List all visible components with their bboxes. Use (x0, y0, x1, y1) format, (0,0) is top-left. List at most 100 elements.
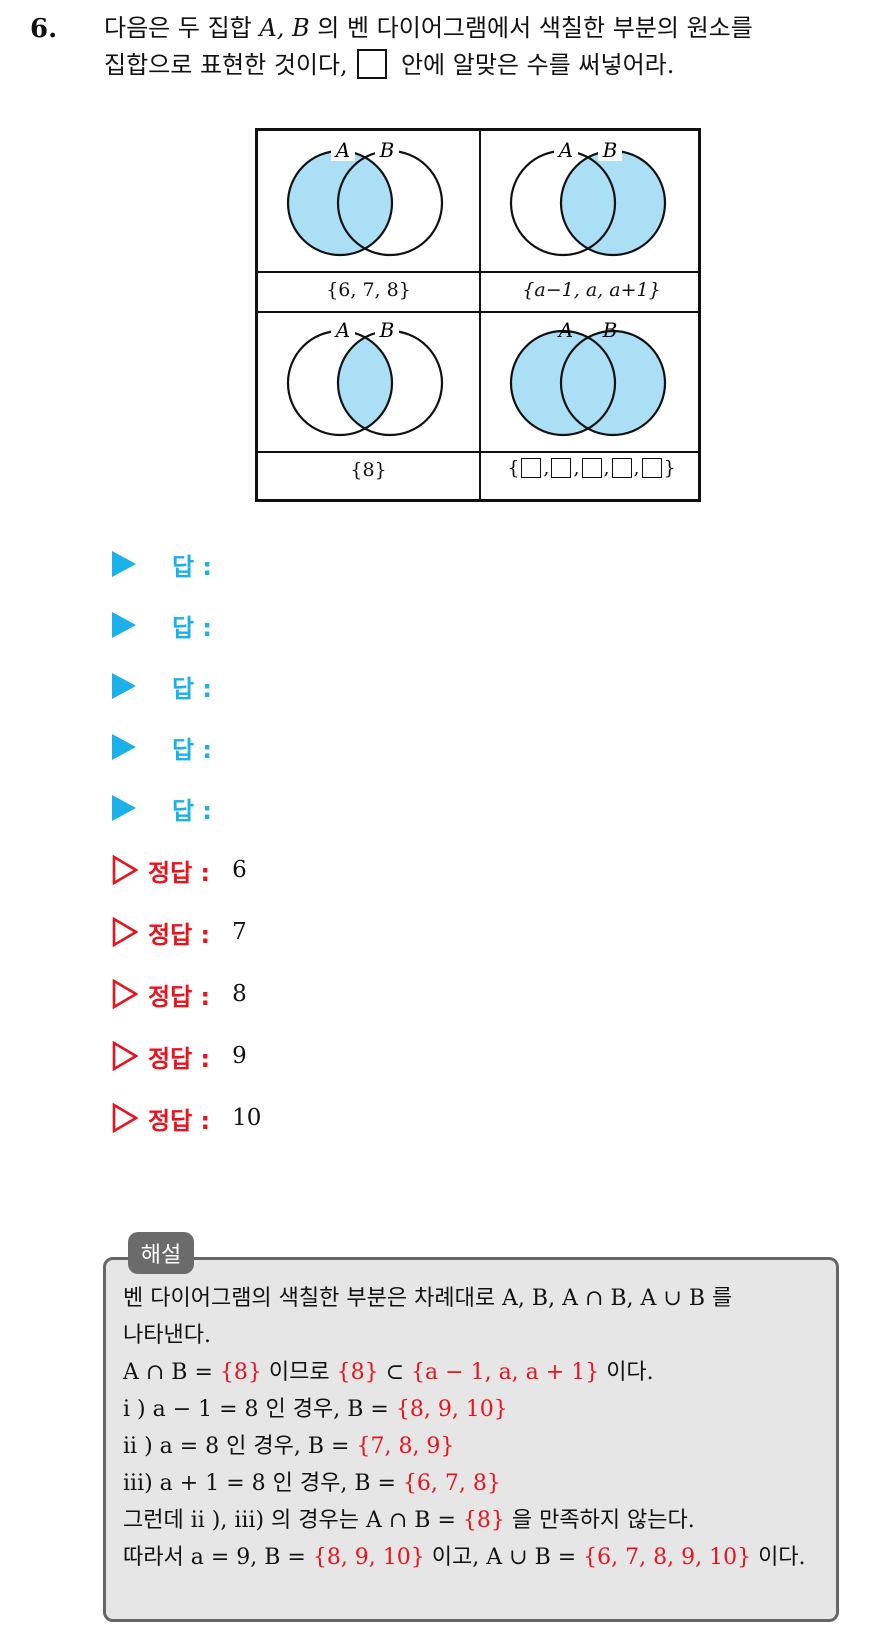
sol-red: {7, 8, 9} (356, 1434, 455, 1459)
outline-triangle-icon (112, 855, 138, 885)
comma: , (603, 457, 610, 479)
play-triangle-icon (112, 673, 136, 699)
correct-row-1: 정답 : 6 (112, 850, 247, 890)
question-line-2a: 집합으로 표현한 것이다, (104, 51, 348, 79)
blank-square-icon (641, 458, 662, 478)
sol-text: 이다. (751, 1545, 806, 1570)
sol-red: {6, 7, 8} (402, 1471, 501, 1496)
question-line-1b: 의 벤 다이어그램에서 색칠한 부분의 원소를 (309, 14, 753, 42)
question-sets: A, B (259, 14, 310, 42)
answer-row-4[interactable]: 답 : (112, 727, 212, 767)
blank-box-icon (357, 49, 388, 79)
sol-red: {6, 7, 8, 9, 10} (583, 1545, 752, 1570)
venn-circle-a (509, 329, 617, 437)
sol-text: 이고, A ∪ B = (424, 1545, 584, 1570)
sol-red: {a − 1, a, a + 1} (411, 1360, 600, 1385)
play-triangle-icon (112, 734, 136, 760)
correct-row-3: 정답 : 8 (112, 974, 247, 1014)
question-line-1: 다음은 두 집합 A, B 의 벤 다이어그램에서 색칠한 부분의 원소를 (104, 10, 874, 47)
brace-open: { (507, 457, 520, 479)
sol-text: 이므로 (261, 1360, 337, 1385)
answer-label: 답 : (172, 796, 213, 825)
play-triangle-icon (112, 795, 136, 821)
answer-label: 답 : (172, 613, 213, 642)
table-divider-h1 (258, 271, 698, 273)
sol-text: 따라서 a = 9, B = (123, 1545, 313, 1570)
venn-a-fill (288, 151, 392, 255)
correct-label: 정답 : (148, 1106, 211, 1135)
sol-red: {8} (219, 1360, 262, 1385)
solution-line-8: 따라서 a = 9, B = {8, 9, 10} 이고, A ∪ B = {6… (123, 1539, 833, 1576)
solution-line-7: 그런데 ii ), iii) 의 경우는 A ∩ B = {8} 을 만족하지 … (123, 1502, 833, 1539)
play-triangle-icon (112, 551, 136, 577)
correct-value: 10 (232, 1105, 262, 1131)
correct-value: 8 (232, 981, 247, 1007)
question-line-2b: 안에 알맞은 수를 써넣어라. (393, 51, 675, 79)
venn-label-b: B (602, 138, 618, 162)
solution-text: 벤 다이어그램의 색칠한 부분은 차례대로 A, B, A ∩ B, A ∪ B… (123, 1280, 833, 1576)
blank-square-icon (521, 458, 542, 478)
question-number: 6. (30, 14, 58, 44)
correct-row-2: 정답 : 7 (112, 912, 247, 952)
venn-intersection-fill (338, 331, 392, 435)
outline-triangle-icon (112, 1041, 138, 1071)
sol-red: {8, 9, 10} (312, 1545, 425, 1570)
table-divider-vertical (479, 131, 481, 499)
answer-row-3[interactable]: 답 : (112, 666, 212, 706)
venn-label-cell-2: {a−1, a, a+1} (522, 279, 661, 301)
sol-text: ii ) a = 8 인 경우, B = (123, 1434, 357, 1459)
venn-union-fill-b (561, 331, 665, 435)
sol-red: {8} (462, 1508, 505, 1533)
comma: , (633, 457, 640, 479)
sol-red: {8, 9, 10} (395, 1397, 508, 1422)
correct-value: 9 (232, 1043, 247, 1069)
venn-label-a: A (557, 318, 573, 342)
answer-label: 답 : (172, 674, 213, 703)
correct-label: 정답 : (148, 1044, 211, 1073)
answer-row-1[interactable]: 답 : (112, 544, 212, 584)
sol-text: A ∩ B = (123, 1360, 220, 1385)
play-triangle-icon (112, 612, 136, 638)
answer-row-2[interactable]: 답 : (112, 605, 212, 645)
venn-label-b: B (379, 318, 395, 342)
blank-square-icon (611, 458, 632, 478)
question-text: 다음은 두 집합 A, B 의 벤 다이어그램에서 색칠한 부분의 원소를 집합… (104, 10, 874, 84)
solution-line-6: iii) a + 1 = 8 인 경우, B = {6, 7, 8} (123, 1465, 833, 1502)
venn-label-b: B (379, 138, 395, 162)
comma: , (573, 457, 580, 479)
venn-diagram-table: A B A B A B A B {6, 7, 8} {a−1, a, a+1} … (255, 128, 701, 502)
solution-line-4: i ) a − 1 = 8 인 경우, B = {8, 9, 10} (123, 1391, 833, 1428)
venn-label-a: A (334, 318, 350, 342)
solution-line-1: 벤 다이어그램의 색칠한 부분은 차례대로 A, B, A ∩ B, A ∪ B… (123, 1286, 733, 1311)
venn-label-cell-4: { , , , , } (481, 457, 702, 479)
correct-label: 정답 : (148, 920, 211, 949)
correct-value: 7 (232, 919, 247, 945)
sol-text: iii) a + 1 = 8 인 경우, B = (123, 1471, 403, 1496)
correct-label: 정답 : (148, 982, 211, 1011)
venn-label-a: A (334, 138, 350, 162)
answer-label: 답 : (172, 735, 213, 764)
solution-tag: 해설 (128, 1232, 194, 1274)
venn-label-b: B (602, 318, 618, 342)
venn-b-fill (561, 151, 665, 255)
answer-label: 답 : (172, 552, 213, 581)
venn-a-only: A B (286, 138, 444, 257)
venn-intersection: A B (286, 318, 444, 437)
table-divider-h3 (258, 451, 698, 453)
venn-label-a: A (557, 138, 573, 162)
answer-row-5[interactable]: 답 : (112, 788, 212, 828)
correct-row-4: 정답 : 9 (112, 1036, 247, 1076)
correct-row-5: 정답 : 10 (112, 1098, 261, 1138)
sol-red: {8} (336, 1360, 379, 1385)
blank-square-icon (551, 458, 572, 478)
venn-b-only: A B (509, 138, 667, 257)
correct-label: 정답 : (148, 858, 211, 887)
sol-text: 그런데 ii ), iii) 의 경우는 A ∩ B = (123, 1508, 463, 1533)
outline-triangle-icon (112, 1103, 138, 1133)
brace-close: } (663, 457, 676, 479)
blank-square-icon (581, 458, 602, 478)
solution-line-2: 나타낸다. (123, 1323, 211, 1348)
question-line-2: 집합으로 표현한 것이다, 안에 알맞은 수를 써넣어라. (104, 47, 874, 84)
blank-set: { , , , , } (507, 457, 675, 479)
venn-label-cell-3: {8} (350, 459, 387, 481)
